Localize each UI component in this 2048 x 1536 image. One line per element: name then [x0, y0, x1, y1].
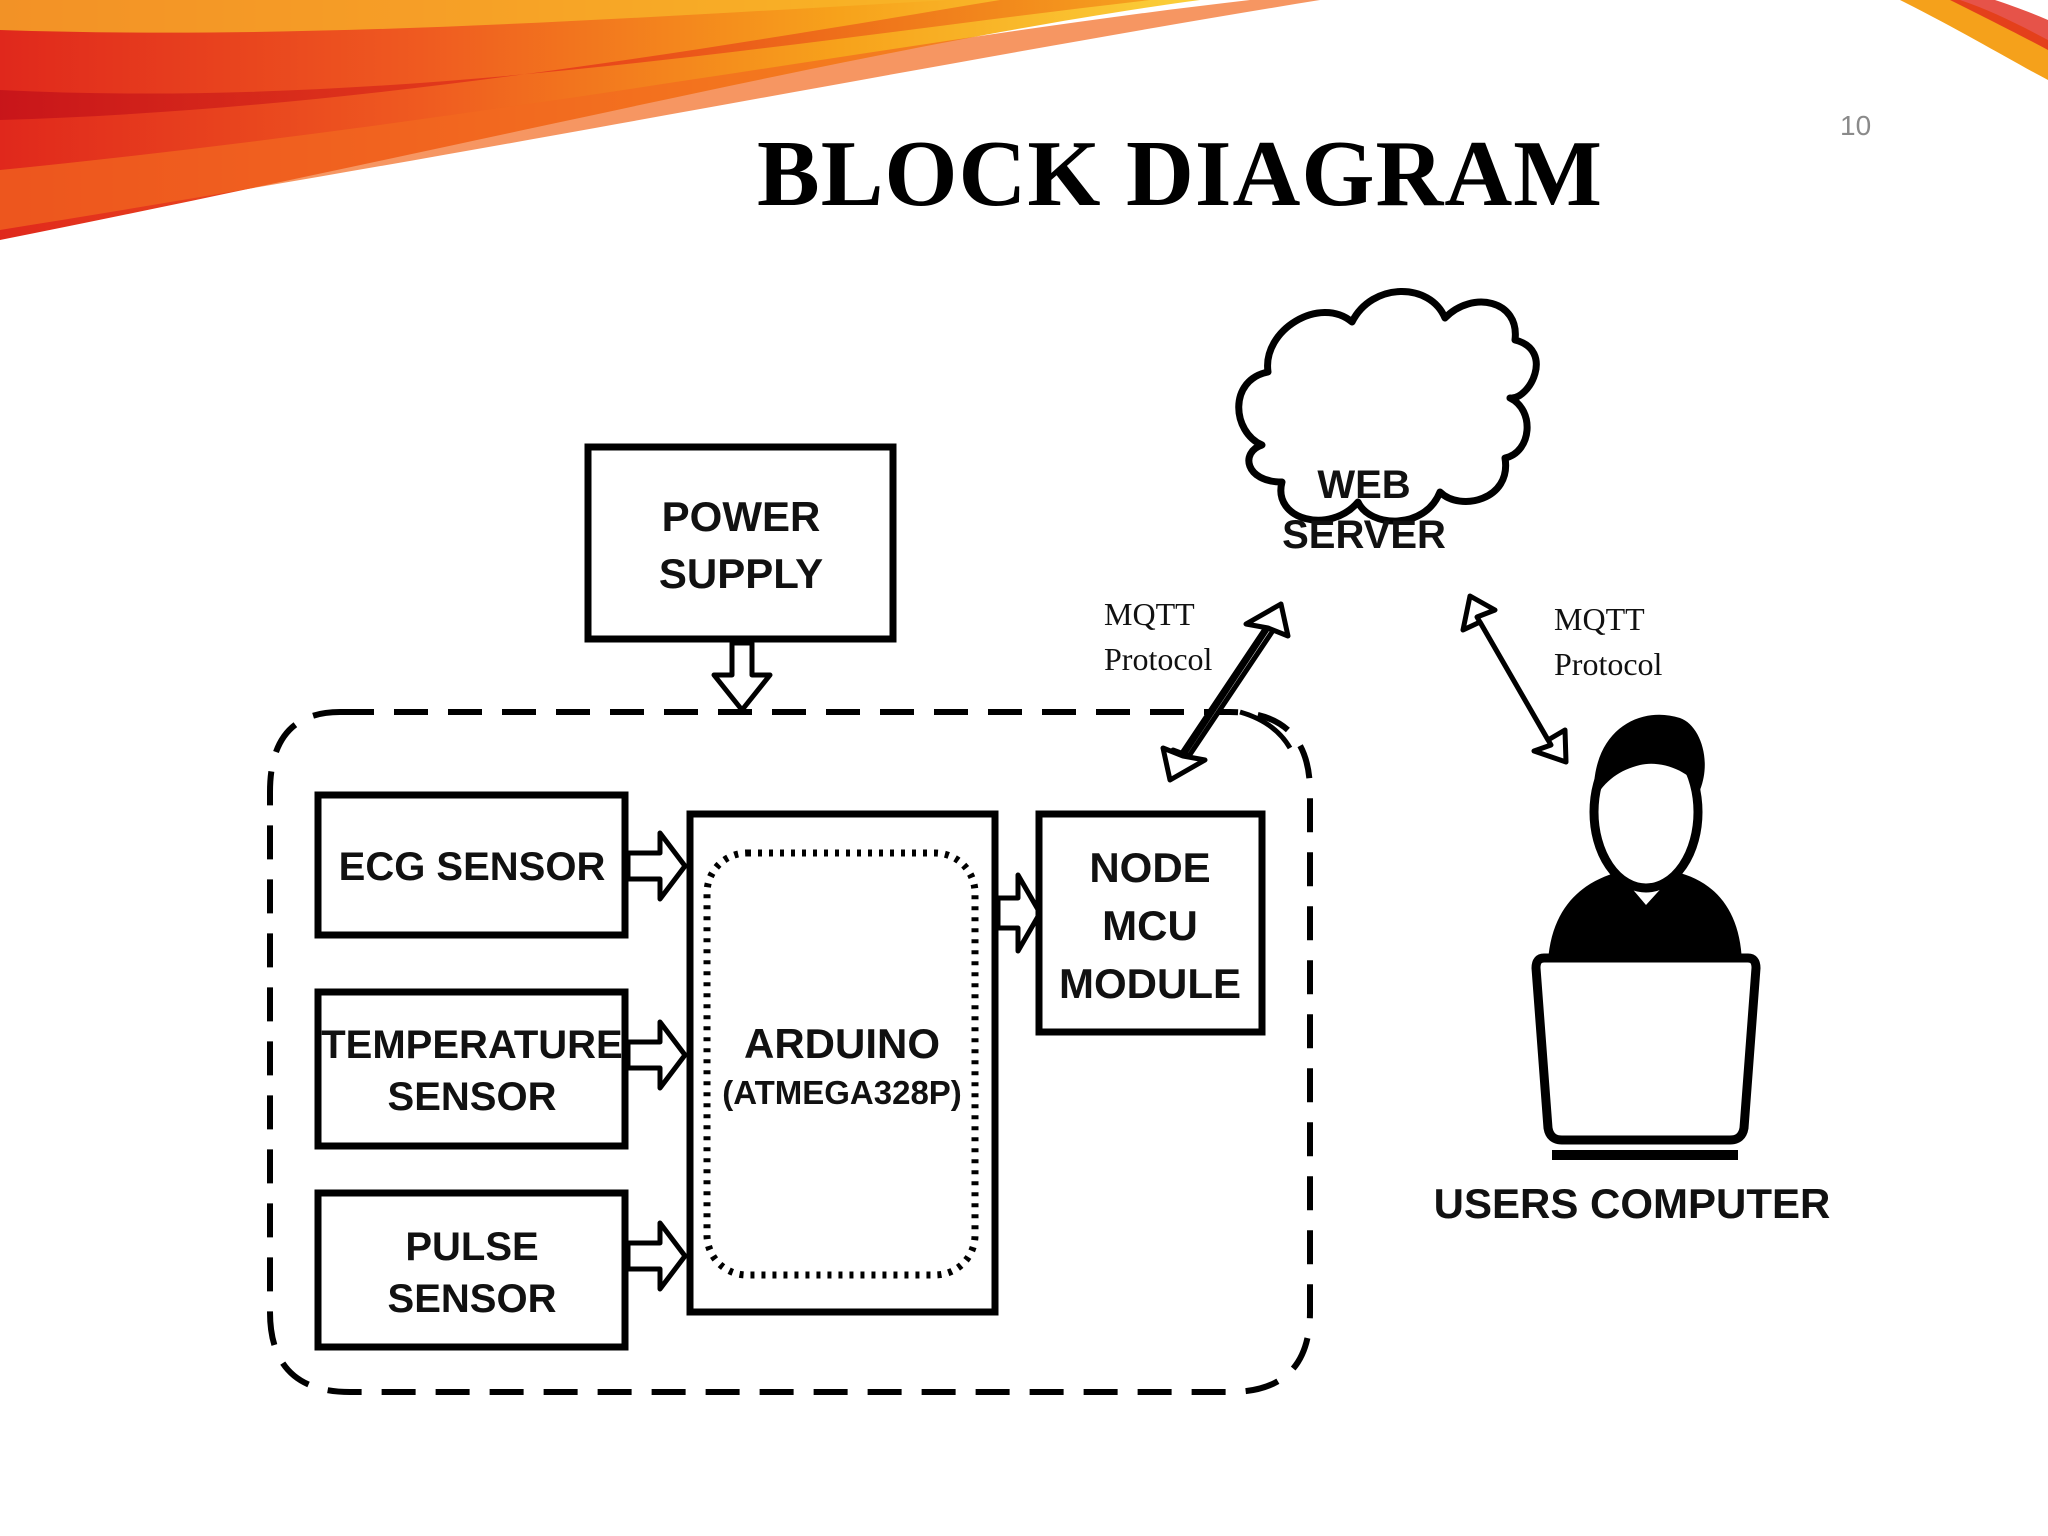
temperature-sensor-block: TEMPERATURE SENSOR — [314, 988, 629, 1150]
pulse-sensor-label-2: SENSOR — [388, 1277, 557, 1321]
power-supply-block: POWER SUPPLY — [584, 443, 897, 643]
temperature-sensor-label-1: TEMPERATURE — [321, 1023, 622, 1067]
nodemcu-label-3: MODULE — [1059, 960, 1241, 1007]
mqtt-right-label-1: MQTT — [1554, 601, 1645, 637]
mqtt-right-label-2: Protocol — [1554, 646, 1663, 682]
mqtt-left-label-2: Protocol — [1104, 641, 1213, 677]
controller-enclosure — [267, 709, 1313, 1395]
nodemcu-label-2: MCU — [1102, 902, 1198, 949]
arduino-chip-label: (ATMEGA328P) — [722, 1074, 962, 1111]
web-server-cloud: WEB SERVER — [1235, 288, 1540, 557]
arduino-label: ARDUINO — [744, 1020, 940, 1067]
pulse-sensor-label-1: PULSE — [405, 1225, 538, 1269]
temperature-to-arduino-arrow — [625, 1019, 688, 1091]
cloud-icon — [1235, 288, 1540, 525]
pulse-sensor-block: PULSE SENSOR — [314, 1189, 629, 1351]
power-supply-label-2: SUPPLY — [659, 550, 823, 597]
slide-title: BLOCK DIAGRAM — [757, 122, 1603, 226]
slide-number: 10 — [1840, 110, 1872, 141]
webserver-user-link — [1460, 593, 1569, 765]
user-with-laptop-icon — [1531, 714, 1761, 1160]
decorative-banner — [0, 0, 2048, 240]
web-server-label-1: WEB — [1317, 463, 1410, 507]
nodemcu-webserver-link — [1160, 601, 1291, 783]
arduino-block: ARDUINO (ATMEGA328P) — [686, 810, 999, 1316]
temperature-sensor-label-2: SENSOR — [388, 1075, 557, 1119]
web-server-label-2: SERVER — [1282, 513, 1446, 557]
enclosure-curve — [1239, 709, 1293, 750]
nodemcu-label-1: NODE — [1089, 844, 1210, 891]
ecg-sensor-label: ECG SENSOR — [339, 845, 606, 889]
pulse-to-arduino-arrow — [625, 1220, 688, 1292]
ecg-to-arduino-arrow — [625, 830, 688, 902]
ecg-sensor-block: ECG SENSOR — [314, 791, 629, 939]
mqtt-left-label-1: MQTT — [1104, 596, 1195, 632]
power-supply-label-1: POWER — [662, 493, 821, 540]
users-computer-label: USERS COMPUTER — [1434, 1180, 1831, 1227]
nodemcu-block: NODE MCU MODULE — [1035, 810, 1266, 1036]
arduino-to-nodemcu-arrow — [995, 872, 1043, 954]
block-arrow-icon — [711, 640, 773, 713]
